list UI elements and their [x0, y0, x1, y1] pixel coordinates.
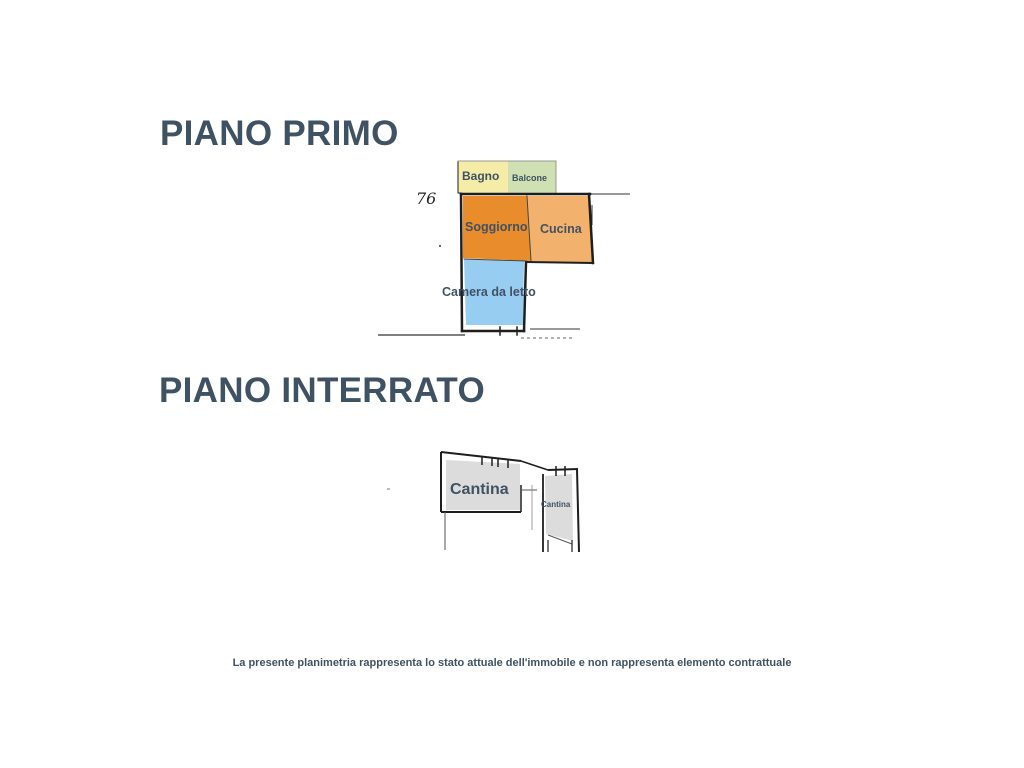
- room-label-balcone: Balcone: [512, 173, 547, 183]
- basement-walls: [387, 451, 580, 553]
- room-label-cantina-2: Cantina: [541, 500, 571, 509]
- room-soggiorno: [463, 196, 531, 261]
- room-cantina-2: [545, 474, 573, 541]
- room-balcone: [508, 161, 556, 193]
- disclaimer-text: La presente planimetria rappresenta lo s…: [232, 657, 792, 669]
- sketch-mark: 76: [416, 189, 436, 208]
- room-camera: [464, 259, 524, 325]
- first-floor-title: PIANO PRIMO: [160, 114, 399, 153]
- room-label-camera: Camera da letto: [442, 285, 536, 299]
- room-label-bagno: Bagno: [462, 169, 499, 183]
- plan-context-lines: [378, 193, 630, 339]
- room-bagno: [458, 161, 508, 193]
- room-label-cucina: Cucina: [540, 222, 583, 236]
- room-label-cantina-1: Cantina: [450, 481, 509, 498]
- room-label-soggiorno: Soggiorno: [465, 220, 528, 234]
- room-cucina: [527, 196, 593, 263]
- first-floor-walls: [457, 160, 595, 336]
- basement-title: PIANO INTERRATO: [159, 371, 485, 410]
- room-cantina-1: [446, 460, 520, 510]
